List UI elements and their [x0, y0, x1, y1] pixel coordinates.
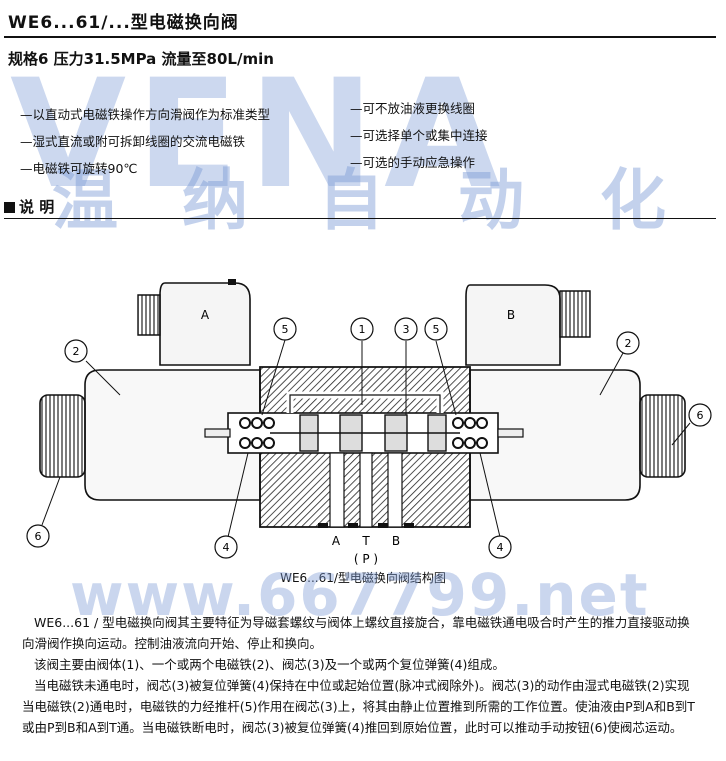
feature-left-1: —以直动式电磁铁操作方向滑阀作为标准类型 — [20, 107, 271, 122]
watermark-char-4: 动 — [458, 162, 524, 239]
callout-5-left-text: 5 — [282, 323, 289, 336]
callout-1 — [350, 317, 374, 341]
callout-leaders — [41, 339, 691, 538]
description-block: WE6...61 / 型电磁换向阀其主要特征为导磁套螺纹与阀体上螺纹直接旋合，靠… — [22, 612, 702, 738]
paragraph-3: 当电磁铁未通电时，阀芯(3)被复位弹簧(4)保持在中位或起始位置(脉冲式阀除外)… — [22, 678, 695, 735]
callout-6-left-text: 6 — [35, 530, 42, 543]
callout-3 — [394, 317, 418, 341]
callout-4-left — [214, 535, 238, 559]
valve-spool — [270, 414, 460, 452]
feature-left-3: —电磁铁可旋转90℃ — [20, 161, 138, 176]
watermark-char-1: 温 — [52, 162, 118, 239]
solenoid-right — [469, 369, 641, 501]
callout-5-right-text: 5 — [433, 323, 440, 336]
section-title: 说 明 — [4, 196, 54, 217]
page-subtitle: 规格6 压力31.5MPa 流量至80L/min — [8, 50, 274, 68]
callout-3-text: 3 — [403, 323, 410, 336]
callout-4-right — [488, 535, 512, 559]
callout-5-right — [424, 317, 448, 341]
return-spring-right — [452, 417, 488, 449]
coil-a-label: A — [201, 308, 210, 322]
diagram-caption: WE6...61/型电磁换向阀结构图 — [280, 571, 446, 585]
callout-6-right — [688, 403, 712, 427]
callout-6-left — [26, 524, 50, 548]
port-b-label: B — [392, 534, 400, 548]
feature-left-2: —湿式直流或附可拆卸线圈的交流电磁铁 — [20, 134, 246, 149]
callout-1-text: 1 — [359, 323, 366, 336]
manual-button-left — [39, 394, 86, 478]
port-channels — [329, 452, 403, 528]
page-title: WE6...61/...型电磁换向阀 — [8, 13, 239, 33]
push-pin-left — [204, 428, 231, 438]
push-pin-right — [497, 428, 524, 438]
callout-2-left — [64, 339, 88, 363]
coil-b — [465, 284, 591, 366]
watermark-url: www.667799.net — [70, 561, 650, 629]
watermark-char-2: 纳 — [182, 162, 248, 239]
callout-2-right-text: 2 — [625, 337, 632, 350]
callout-4-right-text: 4 — [497, 541, 504, 554]
solenoid-left — [84, 369, 261, 501]
callout-2-right — [616, 331, 640, 355]
coil-a — [137, 279, 251, 366]
title-divider — [4, 36, 716, 38]
watermark-char-5: 化 — [600, 162, 666, 239]
square-bullet-icon — [4, 202, 15, 213]
coil-b-label: B — [507, 308, 515, 322]
feature-right-2: —可选择单个或集中连接 — [350, 128, 488, 143]
port-p-label: ( P ) — [354, 552, 378, 566]
callout-4-left-text: 4 — [223, 541, 230, 554]
valve-structure-diagram: A B A T — [26, 279, 712, 566]
port-t-label: T — [361, 534, 370, 548]
paragraph-2: 该阀主要由阀体(1)、一个或两个电磁铁(2)、阀芯(3)及一个或两个复位弹簧(4… — [34, 657, 505, 672]
watermark-brand: VENA — [10, 48, 511, 222]
callout-2-left-text: 2 — [73, 345, 80, 358]
return-spring-left — [239, 417, 275, 449]
feature-right-3: —可选的手动应急操作 — [350, 155, 476, 170]
callout-5-left — [273, 317, 297, 341]
port-a-label: A — [332, 534, 341, 548]
section-title-text: 说 明 — [19, 198, 55, 216]
callout-6-right-text: 6 — [697, 409, 704, 422]
manual-button-right — [639, 394, 686, 478]
feature-right-1: —可不放油液更换线圈 — [350, 101, 476, 116]
paragraph-1: WE6...61 / 型电磁换向阀其主要特征为导磁套螺纹与阀体上螺纹直接旋合，靠… — [22, 615, 690, 651]
section-divider — [4, 218, 716, 219]
watermark-char-3: 自 — [318, 162, 384, 239]
